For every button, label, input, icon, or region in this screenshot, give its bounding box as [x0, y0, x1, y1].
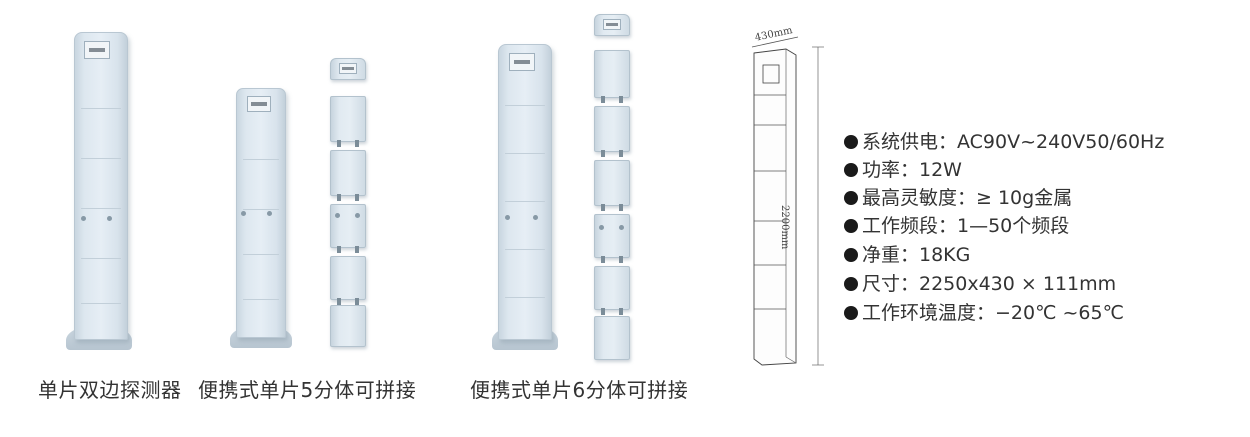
bullet-icon	[844, 248, 858, 262]
indicator-dot	[267, 211, 272, 216]
split-module	[594, 266, 630, 315]
split-module	[594, 106, 630, 157]
spec-item: 工作频段：1—50个频段	[844, 214, 1069, 238]
panel-outline-drawing	[751, 36, 824, 366]
product-caption: 便携式单片5分体可拼接	[198, 378, 417, 402]
split-module	[330, 96, 366, 147]
panel-body	[498, 44, 552, 340]
bullet-icon	[844, 135, 858, 149]
split-module	[330, 305, 366, 347]
bullet-icon	[844, 306, 858, 320]
module-head	[594, 14, 630, 36]
split-module	[330, 204, 366, 253]
indicator-dot	[533, 215, 538, 220]
spec-item: 最高灵敏度：≥ 10g金属	[844, 186, 1072, 210]
control-screen	[339, 63, 357, 74]
indicator-dot	[107, 216, 112, 221]
control-screen	[84, 41, 110, 59]
bullet-icon	[844, 163, 858, 177]
bullet-icon	[844, 191, 858, 205]
panel-body	[74, 32, 128, 340]
product-caption: 单片双边探测器	[38, 378, 182, 402]
bullet-icon	[844, 219, 858, 233]
split-module	[330, 256, 366, 305]
split-module	[594, 160, 630, 211]
spec-item: 工作环境温度：−20℃ ~65℃	[844, 301, 1124, 325]
split-module	[594, 50, 630, 103]
spec-item: 系统供电：AC90V~240V50/60Hz	[844, 130, 1164, 154]
spec-item: 尺寸：2250x430 × 111mm	[844, 272, 1116, 296]
split-module	[330, 150, 366, 201]
product-caption: 便携式单片6分体可拼接	[470, 378, 689, 402]
indicator-dot	[505, 215, 510, 220]
bullet-icon	[844, 277, 858, 291]
spec-item: 净重：18KG	[844, 243, 970, 267]
split-module	[594, 214, 630, 263]
module-head	[330, 58, 366, 80]
indicator-dot	[81, 216, 86, 221]
indicator-dot	[241, 211, 246, 216]
control-screen	[603, 19, 621, 30]
split-module	[594, 316, 630, 360]
panel-body	[236, 88, 286, 338]
spec-item: 功率：12W	[844, 158, 962, 182]
control-screen	[509, 53, 535, 71]
height-dimension-label: 2200mm	[779, 205, 790, 250]
control-screen	[247, 96, 271, 112]
